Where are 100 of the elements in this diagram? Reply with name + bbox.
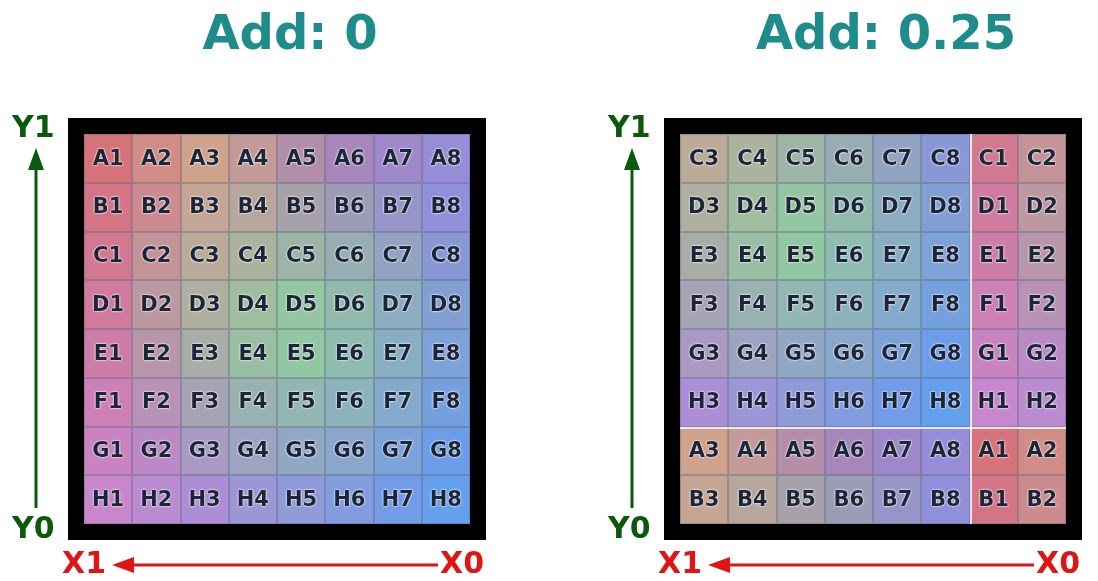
- grid-cell: A4: [728, 426, 777, 476]
- grid-cell: C8: [921, 134, 970, 183]
- grid-cell: H6: [325, 475, 374, 524]
- grid-cell: A1: [84, 134, 133, 183]
- grid-cell: B5: [277, 182, 326, 232]
- grid-cell: A7: [373, 134, 422, 183]
- grid-cell: C6: [824, 134, 873, 183]
- grid-cell: E4: [228, 329, 277, 378]
- grid-cell: B6: [325, 182, 374, 232]
- grid-cell: G4: [228, 426, 277, 476]
- grid-cell: B7: [873, 475, 922, 524]
- grid-cell: F3: [180, 377, 229, 427]
- grid-cell: H2: [1017, 377, 1066, 427]
- grid-cell: D6: [824, 182, 873, 232]
- grid-cell: A5: [277, 134, 326, 183]
- grid-cell: G7: [373, 426, 422, 476]
- grid-cell: D3: [180, 280, 229, 329]
- grid-cell: E2: [1017, 231, 1066, 281]
- grid-cell: D5: [277, 280, 326, 329]
- grid-cell: E6: [325, 329, 374, 378]
- grid-cell: C3: [680, 134, 729, 183]
- grid-cell: G3: [680, 329, 729, 378]
- grid-cell: B8: [421, 182, 470, 232]
- grid-cell: C2: [1017, 134, 1066, 183]
- grid-cell: A8: [921, 426, 970, 476]
- panel-title: Add: 0.25: [754, 8, 1018, 56]
- grid-cell: A2: [132, 134, 181, 183]
- grid-cell: G3: [180, 426, 229, 476]
- grid-cell: G8: [421, 426, 470, 476]
- grid-cell: B6: [824, 475, 873, 524]
- grid-cell: G6: [824, 329, 873, 378]
- grid-cell: F6: [325, 377, 374, 427]
- grid-cell: G5: [277, 426, 326, 476]
- grid-cell: C6: [325, 231, 374, 281]
- grid-cell: H4: [728, 377, 777, 427]
- grid-cell: E5: [277, 329, 326, 378]
- grid-cell: H1: [84, 475, 133, 524]
- panel-title: Add: 0: [201, 8, 379, 56]
- grid-cell: H3: [180, 475, 229, 524]
- grid-cell: E7: [373, 329, 422, 378]
- grid-cell: E4: [728, 231, 777, 281]
- grid-cell: D1: [84, 280, 133, 329]
- grid-cell: C4: [228, 231, 277, 281]
- grid-cell: E1: [84, 329, 133, 378]
- grid-cell: C1: [969, 134, 1018, 183]
- grid-cell: E3: [180, 329, 229, 378]
- grid-cell: A4: [228, 134, 277, 183]
- grid-cell: A3: [680, 426, 729, 476]
- grid-cell: F8: [921, 280, 970, 329]
- grid-cell: B4: [728, 475, 777, 524]
- grid-cell: D6: [325, 280, 374, 329]
- grid-cell: B2: [1017, 475, 1066, 524]
- grid-cell: C7: [373, 231, 422, 281]
- grid-cell: H4: [228, 475, 277, 524]
- axis-label: X1: [62, 548, 106, 578]
- grid-cell: E8: [421, 329, 470, 378]
- grid-cell: B4: [228, 182, 277, 232]
- grid-cell: E2: [132, 329, 181, 378]
- grid-cell: G1: [84, 426, 133, 476]
- grid-cell: C4: [728, 134, 777, 183]
- grid-cell: H5: [776, 377, 825, 427]
- grid-cell: D2: [132, 280, 181, 329]
- grid-cell: H7: [373, 475, 422, 524]
- grid-cell: D4: [728, 182, 777, 232]
- grid-cell: D8: [921, 182, 970, 232]
- grid-cell: G7: [873, 329, 922, 378]
- grid-cell: B8: [921, 475, 970, 524]
- grid-cell: G2: [132, 426, 181, 476]
- grid-cell: D8: [421, 280, 470, 329]
- axis-label: Y0: [12, 513, 55, 543]
- axis-label: Y1: [12, 112, 55, 142]
- grid-cell: C3: [180, 231, 229, 281]
- grid-cell: C7: [873, 134, 922, 183]
- grid-cell: A7: [873, 426, 922, 476]
- grid-cell: F7: [873, 280, 922, 329]
- grid-cell: H7: [873, 377, 922, 427]
- axis-label: Y0: [608, 513, 651, 543]
- grid-cell: D7: [373, 280, 422, 329]
- axis-label: X1: [658, 548, 702, 578]
- grid-cell: E5: [776, 231, 825, 281]
- grid-cell: D2: [1017, 182, 1066, 232]
- grid-cell: A6: [325, 134, 374, 183]
- grid-cell: G4: [728, 329, 777, 378]
- grid-cell: F1: [84, 377, 133, 427]
- axis-label: Y1: [608, 112, 651, 142]
- grid-cell: F8: [421, 377, 470, 427]
- grid-cell: B5: [776, 475, 825, 524]
- grid-cell: H8: [921, 377, 970, 427]
- grid-cell: B1: [969, 475, 1018, 524]
- grid-cell: A3: [180, 134, 229, 183]
- grid-cell: F7: [373, 377, 422, 427]
- grid-cell: F5: [277, 377, 326, 427]
- grid-cell: F4: [228, 377, 277, 427]
- grid-cell: H5: [277, 475, 326, 524]
- grid-cell: G1: [969, 329, 1018, 378]
- grid-cell: E8: [921, 231, 970, 281]
- grid-cell: C2: [132, 231, 181, 281]
- grid-cell: C1: [84, 231, 133, 281]
- grid-cell: D4: [228, 280, 277, 329]
- grid-cell: E6: [824, 231, 873, 281]
